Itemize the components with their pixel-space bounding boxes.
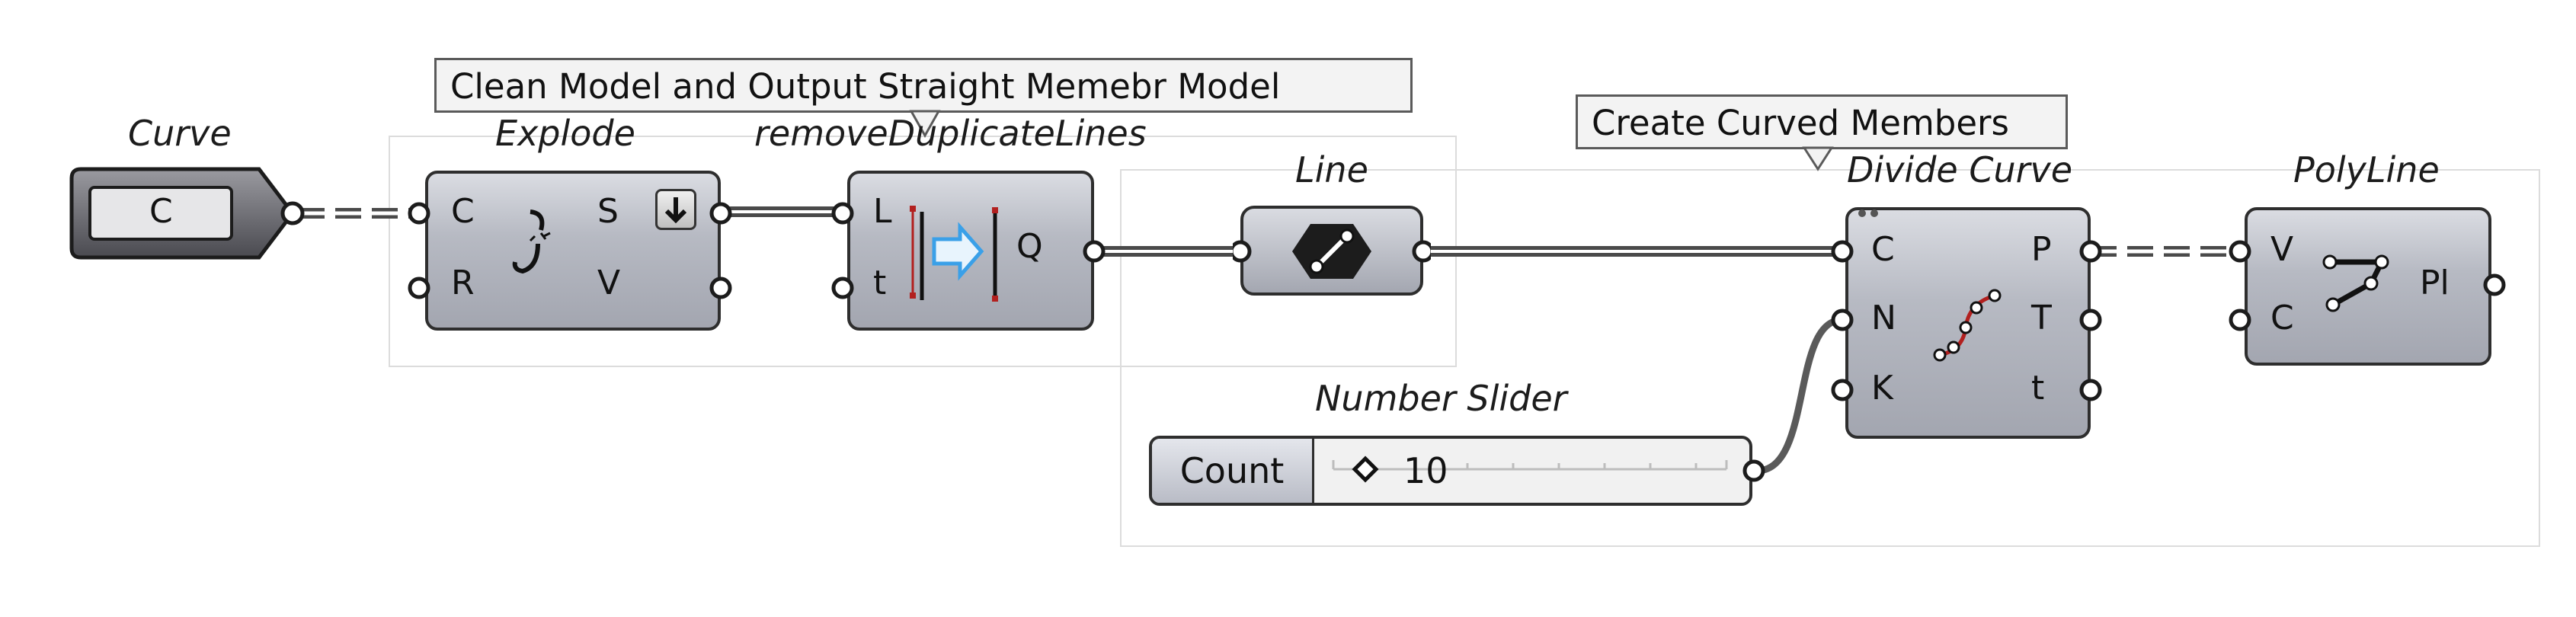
divide-output-p[interactable]: P — [2031, 230, 2052, 269]
line-icon — [1292, 224, 1371, 279]
divide-input-k[interactable]: K — [1871, 369, 1893, 408]
slider-track[interactable] — [1315, 439, 1742, 503]
label-curve: Curve — [128, 113, 232, 154]
flatten-arrow-icon[interactable] — [655, 189, 696, 230]
label-number-slider: Number Slider — [1315, 378, 1567, 419]
callout-curved-members[interactable]: Create Curved Members — [1576, 94, 2068, 149]
remove-duplicates-component[interactable] — [847, 171, 1094, 331]
explode-output-v[interactable]: V — [597, 264, 621, 302]
label-divide-curve: Divide Curve — [1847, 149, 2073, 190]
wire-slider-to-divide — [1756, 316, 1843, 475]
divide-output-t-lower[interactable]: t — [2031, 369, 2045, 408]
polyline-output-pl[interactable]: Pl — [2420, 264, 2450, 302]
divide-input-n[interactable]: N — [1871, 299, 1896, 337]
slider-name-label: Count — [1152, 439, 1314, 503]
number-slider[interactable]: Count 10 — [1149, 436, 1752, 506]
divide-input-c[interactable]: C — [1871, 230, 1895, 269]
label-line: Line — [1295, 149, 1368, 190]
remove-input-l[interactable]: L — [873, 192, 892, 231]
explode-output-s[interactable]: S — [597, 192, 619, 231]
explode-input-r[interactable]: R — [451, 264, 475, 302]
label-remove-duplicates: removeDuplicateLines — [754, 113, 1147, 154]
divide-curve-icon — [1933, 289, 2002, 362]
polyline-input-c[interactable]: C — [2270, 299, 2294, 337]
label-explode: Explode — [495, 113, 635, 154]
polyline-input-v[interactable]: V — [2270, 230, 2294, 269]
curve-output-label: C — [149, 192, 173, 231]
remove-duplicates-icon — [910, 206, 998, 302]
callout-clean-model[interactable]: Clean Model and Output Straight Memebr M… — [434, 58, 1413, 113]
line-component[interactable] — [1233, 203, 1431, 302]
curve-param[interactable] — [67, 165, 341, 264]
remove-output-q[interactable]: Q — [1016, 227, 1043, 266]
remove-input-t[interactable]: t — [873, 264, 887, 302]
divide-output-t-upper[interactable]: T — [2031, 299, 2052, 337]
label-polyline: PolyLine — [2293, 149, 2440, 190]
slider-value: 10 — [1403, 450, 1448, 491]
explode-input-c[interactable]: C — [451, 192, 475, 231]
polyline-icon — [2322, 254, 2389, 312]
explode-icon — [512, 209, 551, 274]
diamond-icon[interactable] — [1352, 456, 1379, 483]
